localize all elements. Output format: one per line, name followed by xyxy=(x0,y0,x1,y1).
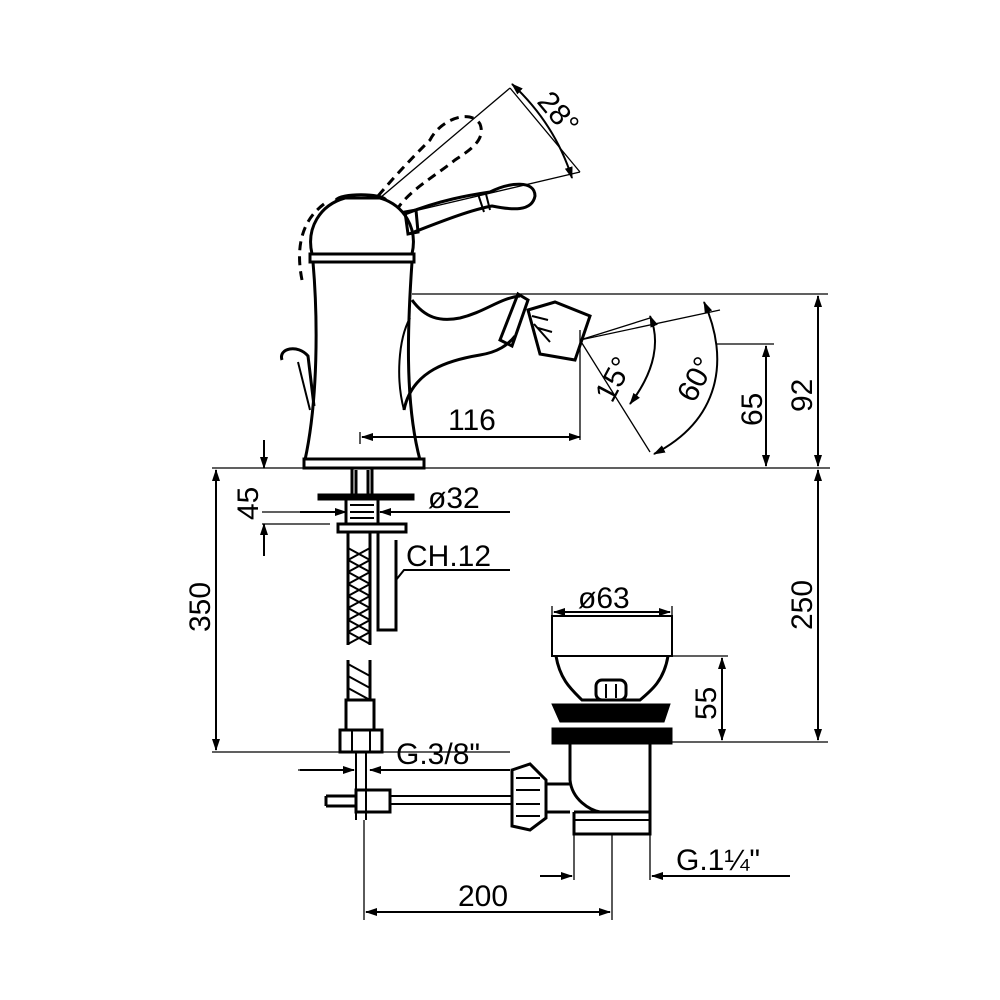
dim-shank-diameter: ø32 xyxy=(428,482,480,515)
dim-base-height: 45 xyxy=(232,487,265,520)
dim-drain-height: 55 xyxy=(690,687,723,720)
dim-spout-reach: 116 xyxy=(448,404,496,437)
dim-total-height: 92 xyxy=(786,379,819,412)
fixing-assembly xyxy=(317,468,415,534)
dim-nozzle-height: 65 xyxy=(736,393,769,426)
faucet-body xyxy=(280,115,592,470)
drain-waste xyxy=(324,615,673,836)
dim-pull-rod-distance: 200 xyxy=(458,880,508,913)
extension-lines xyxy=(212,87,830,920)
dimension-lines xyxy=(212,83,822,916)
dim-nozzle-tilt-small: 15° xyxy=(589,352,639,408)
dim-hose-length: 350 xyxy=(184,582,217,632)
dim-lever-angle: 28° xyxy=(531,85,585,141)
dim-nozzle-tilt-large: 60° xyxy=(671,352,721,408)
dim-drain-thread: G.1¼" xyxy=(676,844,760,877)
dim-hex-key: CH.12 xyxy=(406,540,491,573)
dim-hose-connection: G.3/8" xyxy=(396,738,480,771)
flexible-hoses xyxy=(338,532,398,820)
dim-drain-diameter: ø63 xyxy=(578,582,630,615)
dim-drain-length: 250 xyxy=(786,580,819,630)
